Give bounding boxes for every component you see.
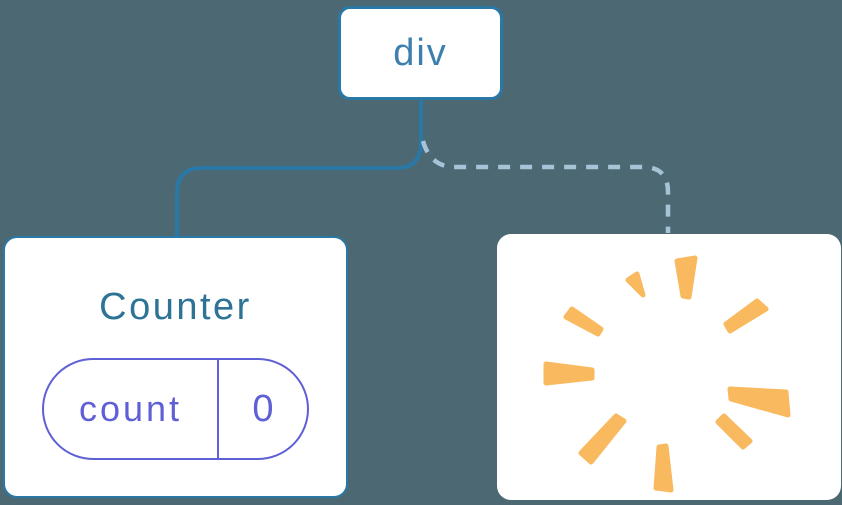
state-name: count [44,360,219,458]
counter-component-card: Counter count 0 [3,236,348,498]
poof-starburst-icon [543,255,791,493]
counter-title: Counter [99,286,252,328]
dashed-edge [420,140,671,233]
state-pill: count 0 [42,358,309,460]
removed-component-card [497,234,841,500]
root-node-label: div [393,31,448,74]
solid-edge [175,98,423,238]
state-value: 0 [252,387,274,430]
root-node-div: div [338,6,503,100]
